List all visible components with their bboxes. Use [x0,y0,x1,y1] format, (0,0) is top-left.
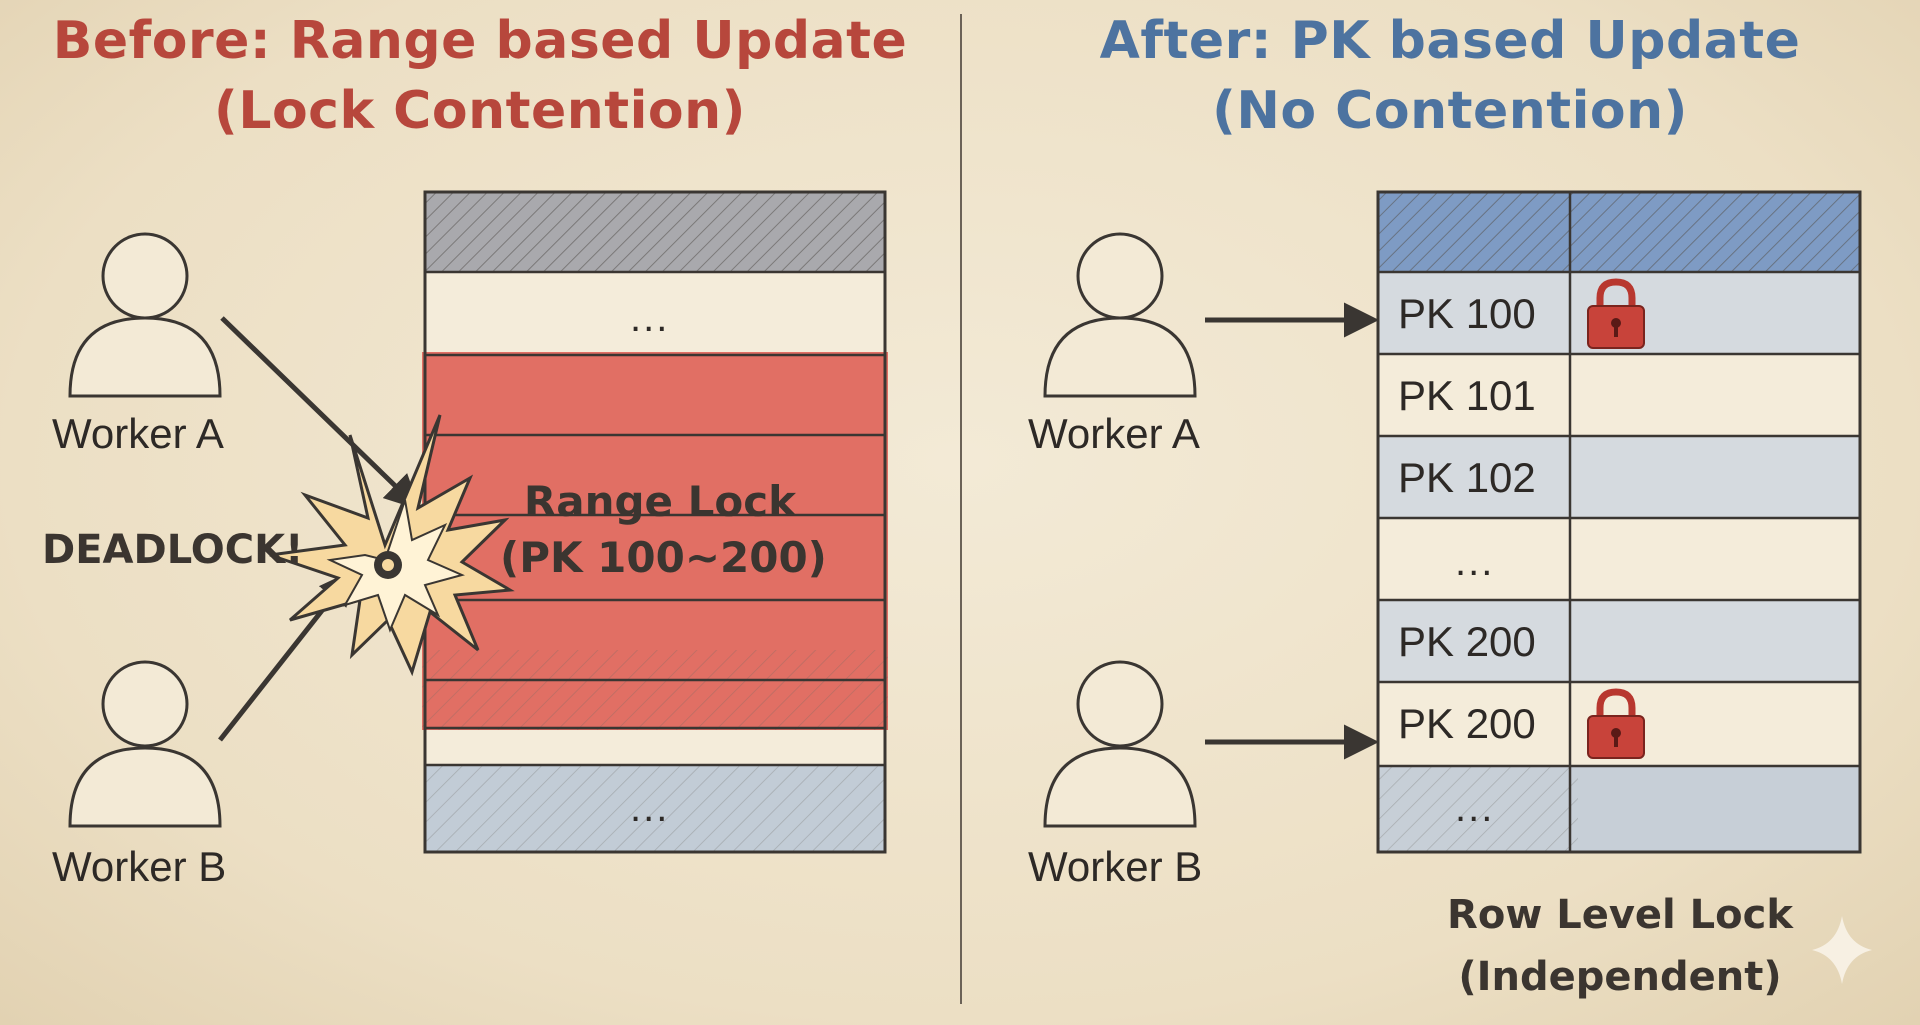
left-table [422,190,888,854]
range-lock-label: Range Lock (PK 100~200) [500,474,827,586]
right-title-line1: After: PK based Update [1099,11,1801,71]
range-lock-line2: (PK 100~200) [500,533,827,582]
worker-b-left-figure [68,660,222,828]
worker-a-arrow-left [220,316,421,510]
pk-row-cell: PK 200 [1398,700,1536,747]
pk-row-ellipsis: ... [1455,540,1495,584]
right-title: After: PK based Update (No Contention) [1000,6,1900,146]
lock-icon [1587,278,1645,349]
left-table-bottom-ellipsis: ... [630,786,670,830]
worker-a-right-figure [1043,232,1197,398]
right-title-line2: (No Contention) [1212,81,1688,141]
deadlock-explosion-icon [269,414,515,677]
pk-row-cell: PK 200 [1398,618,1536,665]
sparkle-icon [1812,916,1872,984]
row-level-lock-line1: Row Level Lock [1447,892,1793,938]
left-table-top-ellipsis: ... [630,296,670,340]
worker-b-right-figure [1043,660,1197,828]
worker-b-left-label: Worker B [52,843,227,890]
worker-a-left-label: Worker A [52,410,224,457]
row-level-lock-line2: (Independent) [1458,954,1782,1000]
pk-row-cell: PK 102 [1398,454,1536,501]
pk-row-cell: PK 101 [1398,372,1536,419]
worker-a-left-figure [68,232,222,398]
row-level-lock-label: Row Level Lock (Independent) [1430,884,1810,1008]
worker-b-right-label: Worker B [1028,843,1203,890]
left-title-line1: Before: Range based Update [52,11,908,71]
left-title-line2: (Lock Contention) [214,81,746,141]
left-title: Before: Range based Update (Lock Content… [40,6,920,146]
panel-divider [960,14,962,1004]
lock-icon [1587,688,1645,759]
worker-a-right-label: Worker A [1028,410,1200,457]
pk-row-cell: PK 100 [1398,290,1536,337]
deadlock-label: DEADLOCK! [42,527,304,573]
pk-row-ellipsis: ... [1455,786,1495,830]
range-lock-line1: Range Lock [523,477,797,526]
